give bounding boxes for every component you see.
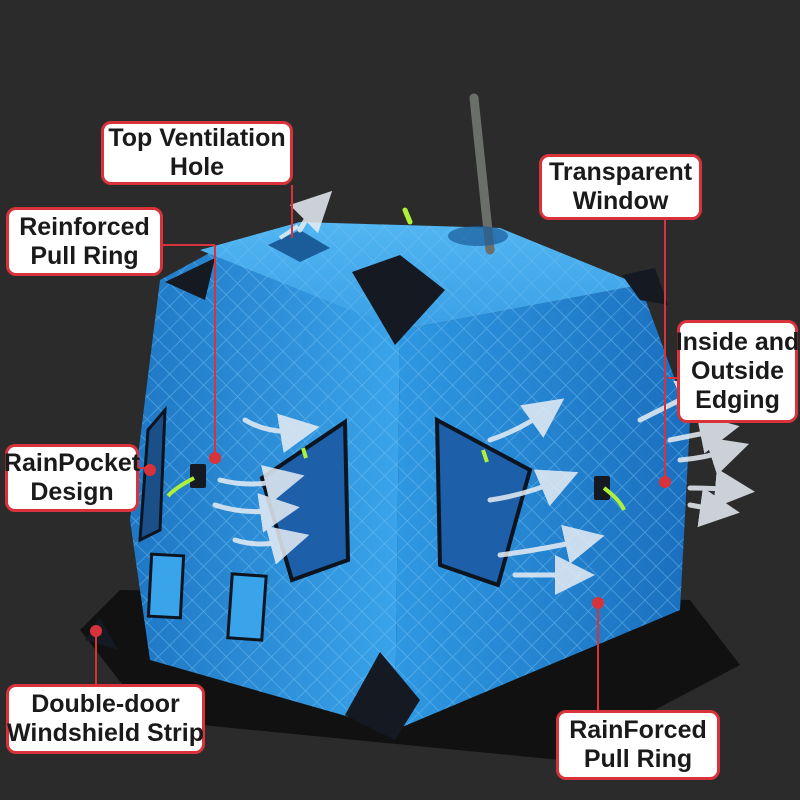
callout-reinforced-pull-ring: Reinforced Pull Ring xyxy=(6,207,163,276)
callout-text-line: Transparent xyxy=(548,158,693,186)
callout-double-door-windshield-strip: Double-door Windshield Strip xyxy=(6,684,205,754)
callout-top-ventilation-hole: Top Ventilation Hole xyxy=(101,121,293,185)
pull-ring-left xyxy=(190,464,206,488)
pull-ring-right xyxy=(594,476,610,500)
callout-text-line: Top Ventilation xyxy=(108,124,286,152)
callout-text-line: Reinforced xyxy=(19,212,150,241)
callout-text-line: Inside and xyxy=(675,328,800,356)
airflow-arrows xyxy=(212,190,755,595)
callout-text-line: RainForced xyxy=(569,716,707,744)
corner-bottom-left xyxy=(85,618,118,650)
callout-text-line: Double-door xyxy=(31,690,180,718)
chimney-pole xyxy=(469,93,495,255)
corner-top-right xyxy=(622,268,668,305)
callout-rainforced-pull-ring: RainForced Pull Ring xyxy=(556,710,720,780)
corner-bottom-center xyxy=(345,652,420,740)
callout-transparent-window: Transparent Window xyxy=(539,154,702,220)
rain-pocket-1 xyxy=(146,552,186,620)
window-right xyxy=(434,416,533,588)
corner-top-center xyxy=(352,255,445,345)
callout-leaders xyxy=(95,185,680,712)
callout-text-line: Pull Ring xyxy=(583,745,693,773)
corner-top-left xyxy=(165,258,215,300)
callout-text-line: RainPocket xyxy=(3,449,141,477)
callout-rainpocket-design: RainPocket Design xyxy=(3,444,141,512)
callout-inside-and-outside-edging: Inside and Outside Edging xyxy=(675,320,800,423)
callout-text-line: Edging xyxy=(695,386,780,414)
callout-text-line: Hole xyxy=(169,153,225,181)
callout-text-line: Pull Ring xyxy=(30,241,139,270)
callout-text-line: Windshield Strip xyxy=(7,719,204,747)
rain-pocket-2 xyxy=(226,572,268,642)
callout-dots xyxy=(90,452,671,637)
callout-text-line: Window xyxy=(572,187,669,215)
callout-text-line: Outside xyxy=(690,357,785,385)
callout-text-line: Design xyxy=(30,478,114,506)
